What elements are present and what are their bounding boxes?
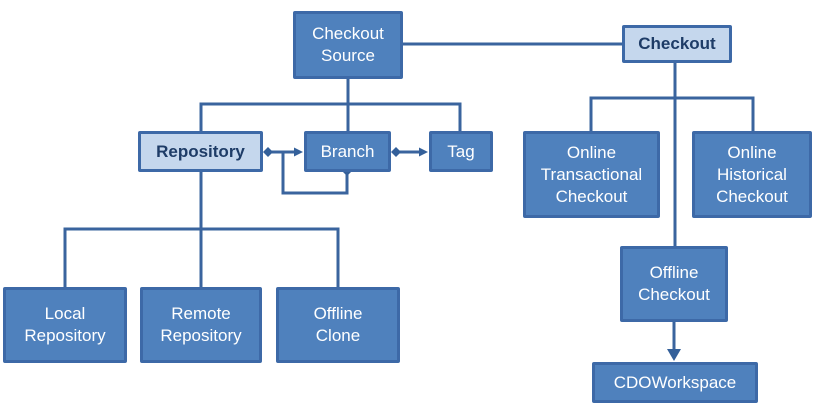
node-tag: Tag (429, 131, 493, 172)
node-checkout: Checkout (622, 25, 732, 63)
node-online-transactional-checkout: Online Transactional Checkout (523, 131, 660, 218)
node-label: Remote Repository (160, 304, 242, 345)
node-label: Online Historical Checkout (716, 142, 788, 206)
node-label: Repository (156, 141, 245, 161)
node-label: Offline Clone (313, 304, 363, 345)
node-offline-checkout: Offline Checkout (620, 246, 728, 322)
node-label: CDOWorkspace (613, 372, 737, 392)
arrowhead-into-tag (419, 147, 428, 157)
node-checkout-source: Checkout Source (293, 11, 403, 79)
node-label: Checkout Source (312, 24, 384, 65)
node-branch: Branch (304, 131, 391, 172)
node-offline-clone: Offline Clone (276, 287, 400, 363)
node-online-historical-checkout: Online Historical Checkout (692, 131, 812, 218)
node-label: Local Repository (24, 304, 106, 345)
arrowhead-into-branch (294, 147, 303, 157)
node-label: Offline Checkout (638, 263, 710, 304)
node-label: Tag (447, 141, 475, 161)
node-label: Online Transactional Checkout (540, 142, 643, 206)
node-repository: Repository (138, 131, 263, 172)
node-local-repository: Local Repository (3, 287, 127, 363)
node-label: Branch (320, 141, 375, 161)
diamond-branch-right (391, 147, 401, 157)
node-cdoworkspace: CDOWorkspace (592, 362, 758, 403)
arrowhead-into-cdoworkspace (667, 349, 681, 361)
node-remote-repository: Remote Repository (140, 287, 262, 363)
diamond-repository (263, 147, 273, 157)
edge-branch-self-loop (281, 150, 349, 195)
node-label: Checkout (638, 34, 716, 53)
